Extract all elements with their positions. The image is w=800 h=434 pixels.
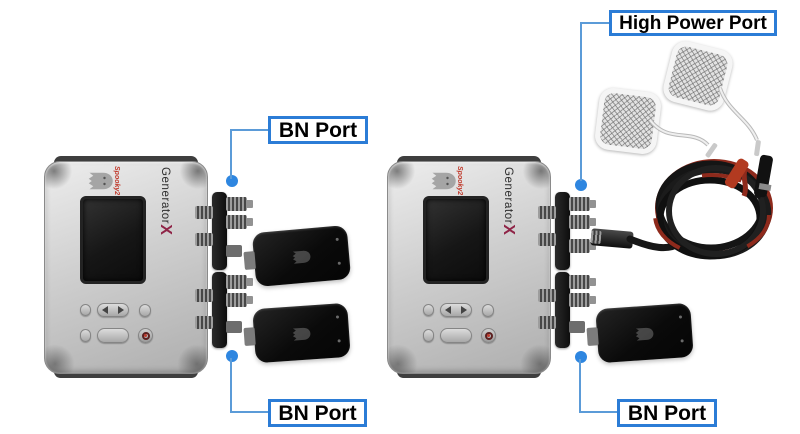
pad-mesh <box>599 92 657 150</box>
dongle-connector <box>243 251 256 270</box>
callout-text: High Power Port <box>619 12 767 34</box>
brand-text: Generator <box>502 167 514 225</box>
left-arrow-icon <box>445 306 451 314</box>
bnc-hub-top <box>538 192 596 270</box>
high-power-bnc-connector <box>569 239 596 253</box>
callout-text: BN Port <box>278 401 357 425</box>
right-arrow-icon <box>118 306 124 314</box>
dongle-adapter <box>569 321 585 333</box>
callout-line <box>580 22 609 24</box>
nav-button[interactable] <box>440 303 472 317</box>
bnc-hub-bottom <box>538 272 596 348</box>
right-arrow-icon <box>461 306 467 314</box>
led-dot <box>680 339 684 343</box>
generator-device: Spooky2 GeneratorX <box>44 161 208 374</box>
bnc-connector <box>226 197 253 211</box>
bnc-connector <box>195 289 213 302</box>
callout-text: BN Port <box>278 118 358 142</box>
callout-line <box>230 129 232 179</box>
bn-port-label-bottom-left: BN Port <box>268 399 367 427</box>
brand-accent: X <box>500 224 517 236</box>
device-brand: GeneratorX <box>500 167 517 245</box>
select-button[interactable] <box>97 328 129 343</box>
bnc-connector <box>226 275 253 289</box>
select-button[interactable] <box>440 328 472 343</box>
power-icon <box>141 331 150 340</box>
spooky2-logo: Spooky2 <box>87 166 131 202</box>
device-screen <box>423 196 489 284</box>
power-icon <box>484 331 493 340</box>
callout-line <box>579 359 581 413</box>
usb-dongle <box>243 302 351 364</box>
function-button[interactable] <box>482 304 494 317</box>
ghost-icon <box>292 327 311 341</box>
callout-line <box>579 411 617 413</box>
bn-port-label-top: BN Port <box>268 116 368 144</box>
pad-mesh <box>666 44 730 108</box>
led-dot <box>335 315 340 319</box>
brand-text: Generator <box>159 167 171 225</box>
usb-dongle <box>586 302 694 364</box>
device-unit-right: Spooky2 GeneratorX <box>343 0 800 434</box>
left-arrow-icon <box>102 306 108 314</box>
function-button[interactable] <box>423 304 434 316</box>
callout-line <box>230 411 268 413</box>
ghost-icon <box>292 250 311 264</box>
led-dot <box>678 315 683 319</box>
function-button[interactable] <box>139 304 151 317</box>
electrode-pad <box>593 86 663 156</box>
bnc-connector <box>538 289 556 302</box>
callout-dot <box>226 175 238 187</box>
bnc-cable-plug <box>590 228 634 249</box>
bnc-connector <box>195 206 213 219</box>
callout-text: BN Port <box>627 401 707 425</box>
power-button[interactable] <box>138 328 153 343</box>
device-screen <box>80 196 146 284</box>
bnc-hub-bottom <box>195 272 253 348</box>
bnc-connector <box>195 233 213 246</box>
ghost-icon <box>431 172 456 190</box>
callout-line <box>580 22 582 181</box>
dongle-connector <box>586 327 599 346</box>
callout-dot <box>575 179 587 191</box>
spooky2-logo-text: Spooky2 <box>456 166 463 196</box>
nav-button[interactable] <box>97 303 129 317</box>
ghost-icon <box>88 172 113 190</box>
device-brand: GeneratorX <box>157 167 174 245</box>
callout-line <box>230 129 268 131</box>
bnc-connector <box>569 197 596 211</box>
brand-accent: X <box>157 224 174 236</box>
bnc-connector <box>226 215 253 229</box>
spooky2-logo: Spooky2 <box>430 166 474 202</box>
bnc-connector <box>195 316 213 329</box>
bnc-connector <box>569 215 596 229</box>
bn-port-label-bottom-right: BN Port <box>617 399 717 427</box>
led-dot <box>337 339 341 343</box>
dongle-adapter <box>226 245 242 257</box>
led-dot <box>335 237 339 241</box>
callout-dot <box>575 351 587 363</box>
bnc-connector <box>538 233 556 246</box>
ghost-icon <box>635 327 654 341</box>
high-power-port-label: High Power Port <box>609 10 777 36</box>
bnc-connector <box>569 275 596 289</box>
dongle-connector <box>243 327 256 346</box>
bnc-connector <box>226 293 253 307</box>
power-button[interactable] <box>481 328 496 343</box>
bnc-connector <box>538 206 556 219</box>
bnc-connector <box>569 293 596 307</box>
bnc-connector <box>538 316 556 329</box>
generator-device: Spooky2 GeneratorX <box>387 161 551 374</box>
function-button[interactable] <box>423 329 434 342</box>
function-button[interactable] <box>80 304 91 316</box>
spooky2-logo-text: Spooky2 <box>113 166 120 196</box>
usb-dongle <box>243 224 352 288</box>
bnc-hub-top <box>195 192 253 270</box>
callout-dot <box>226 350 238 362</box>
function-button[interactable] <box>80 329 91 342</box>
callout-line <box>230 358 232 413</box>
dongle-adapter <box>226 321 242 333</box>
led-dot <box>337 261 341 265</box>
